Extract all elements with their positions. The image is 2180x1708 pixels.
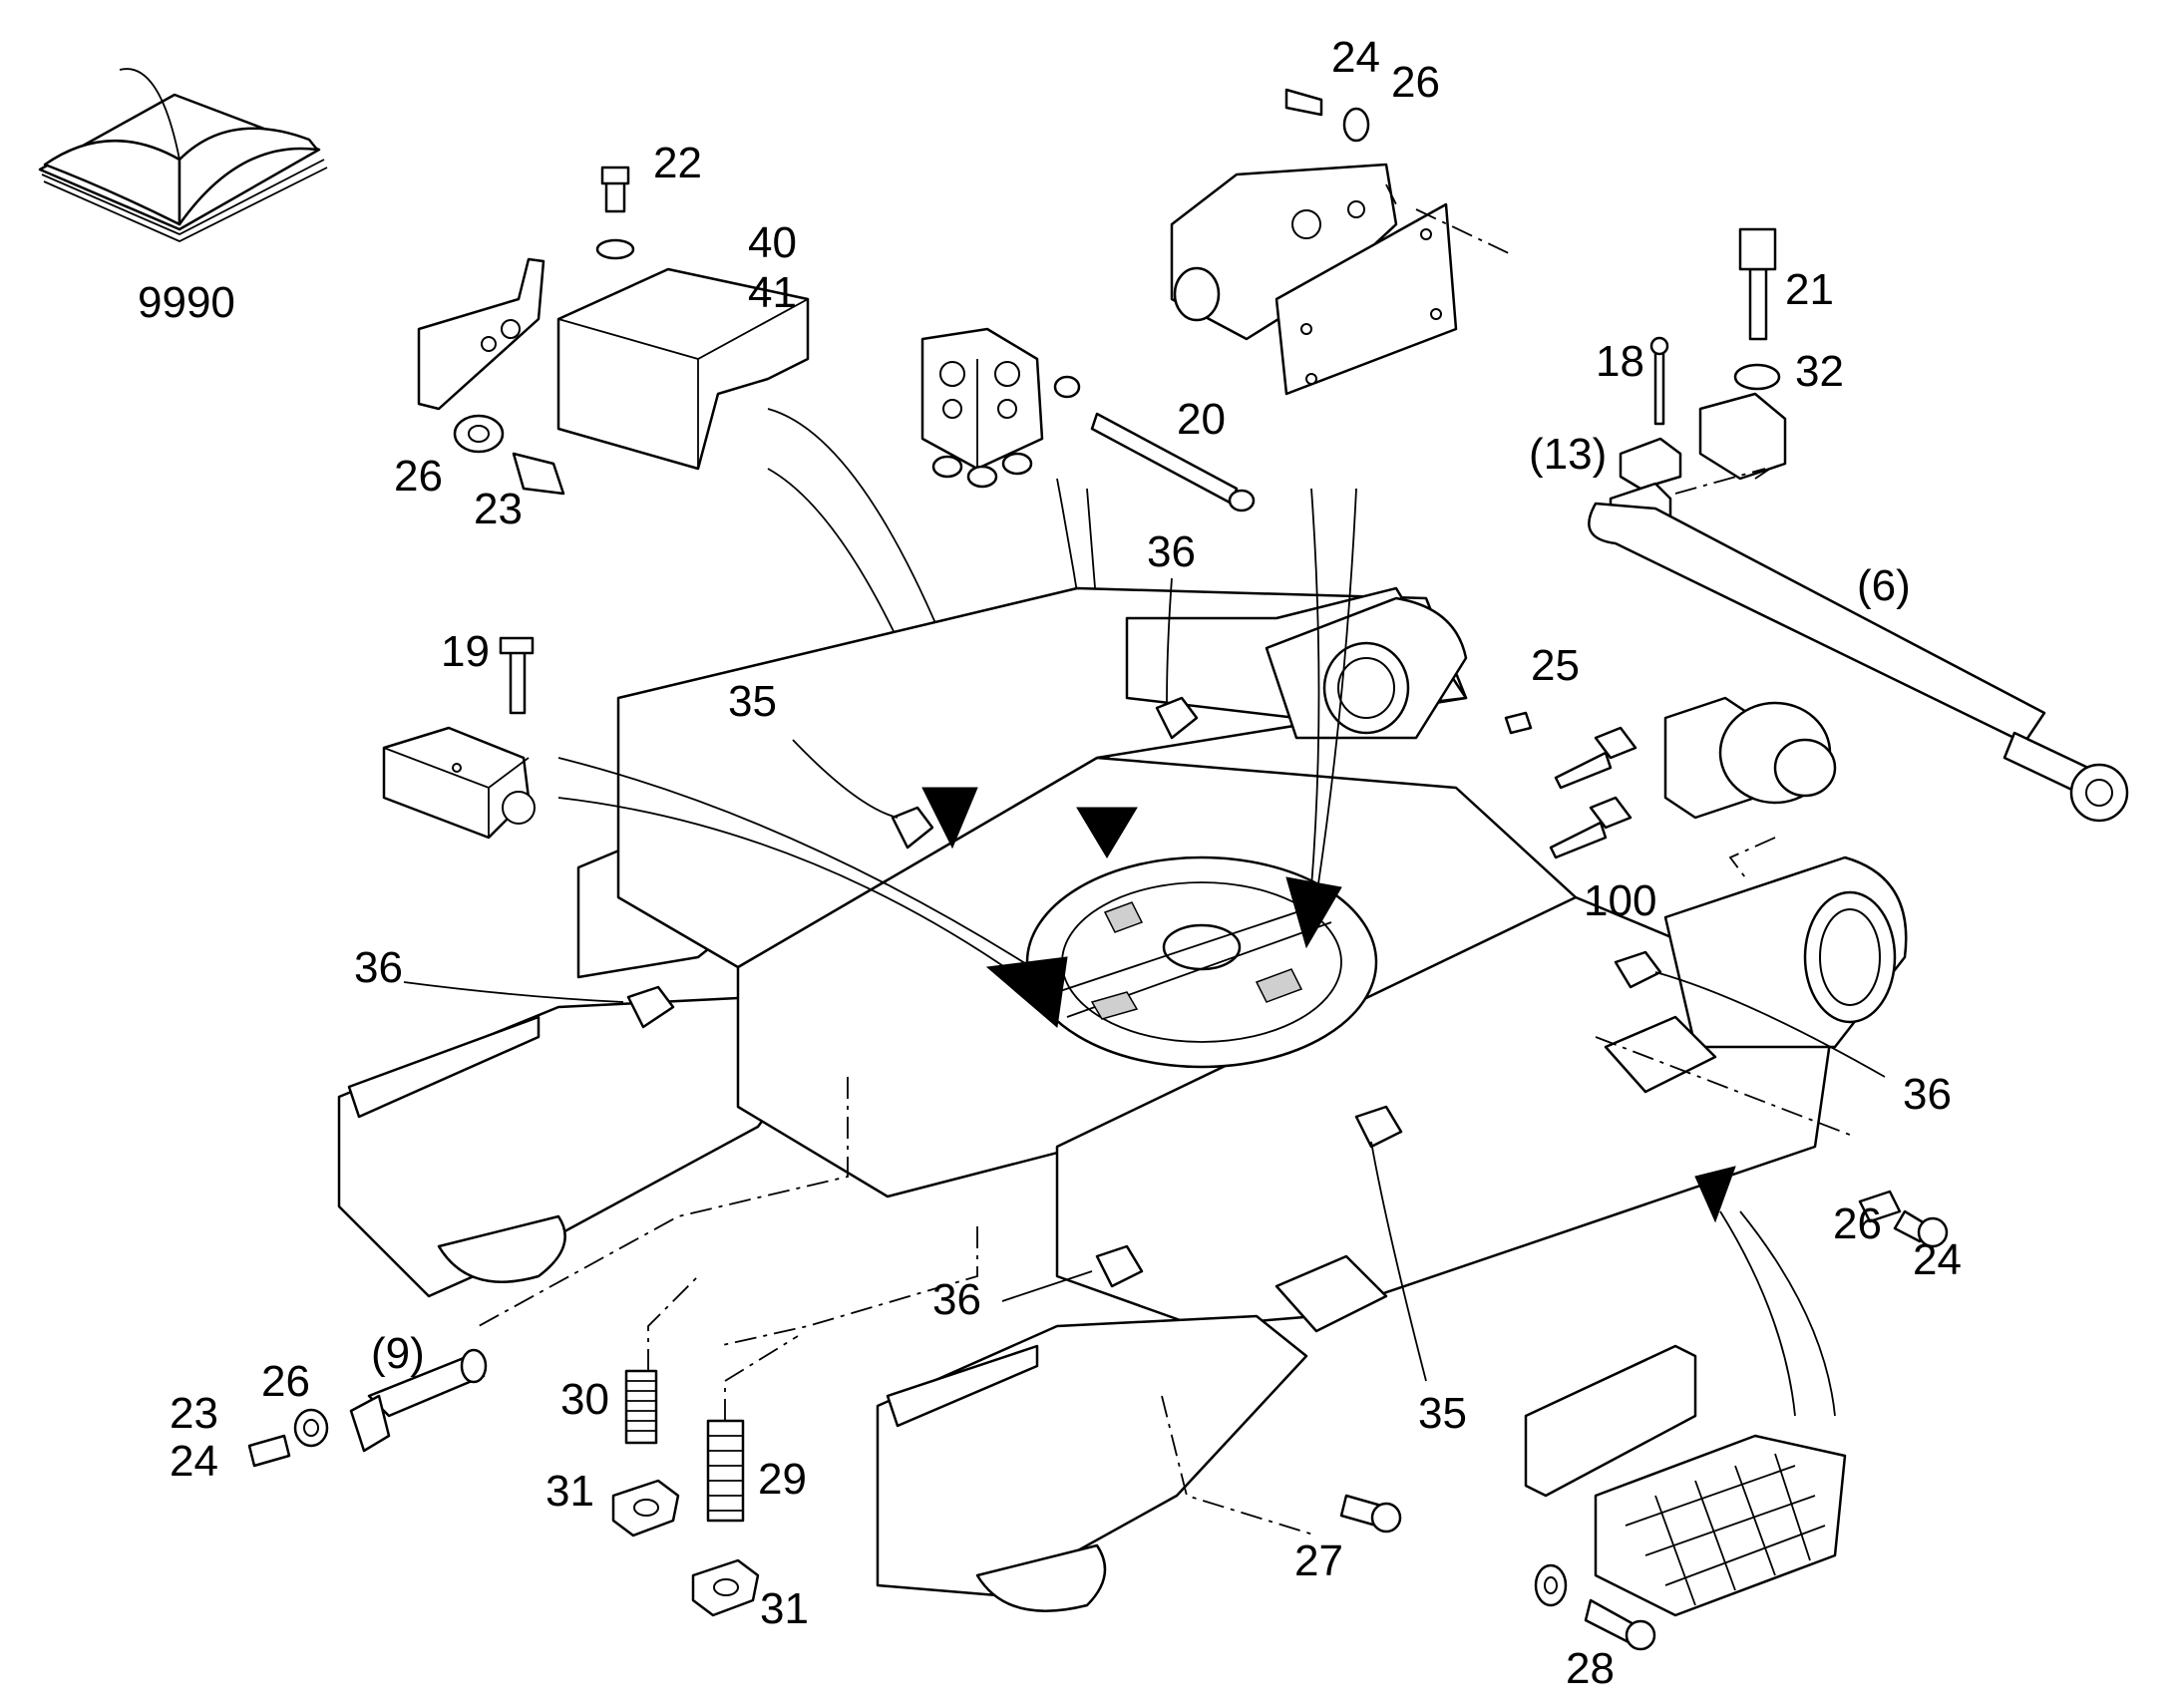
undercarriage-frame: [337, 488, 1908, 1612]
label-40: 40: [748, 218, 797, 267]
lug-36-bottom: [1095, 1244, 1144, 1288]
label-21: 21: [1785, 265, 1834, 314]
label-41: 41: [748, 268, 797, 317]
cylinder-barrel: [1588, 502, 2046, 745]
bolt-23-24-pin: [247, 1434, 291, 1468]
bolt-21: [1748, 267, 1768, 341]
lug-36-top: [1155, 696, 1199, 740]
label-31: 31: [545, 1467, 594, 1516]
label-32: 32: [1795, 347, 1844, 396]
step-grating: [1594, 1434, 1847, 1617]
bolt-24-top: [1284, 88, 1323, 117]
label-27: 27: [1294, 1537, 1343, 1585]
label-30: 30: [560, 1375, 609, 1424]
label-22: 22: [653, 139, 702, 187]
label-28: 28: [1566, 1644, 1615, 1693]
label-31: 31: [760, 1584, 809, 1633]
cover-box-40-41: [556, 267, 810, 471]
label-24: 24: [1331, 33, 1380, 82]
lug-35-bottom: [1354, 1105, 1403, 1149]
lug-36-right: [1614, 950, 1662, 989]
bolt-19: [509, 646, 527, 715]
bolt-18: [1653, 347, 1665, 426]
mounting-plate: [417, 257, 545, 411]
label-23: 23: [474, 485, 523, 533]
label-100: 100: [1584, 876, 1656, 925]
washer-32: [1733, 363, 1781, 391]
label-35: 35: [728, 677, 777, 726]
bolt-23: [512, 452, 565, 496]
rod-29: [706, 1419, 745, 1523]
label-26: 26: [261, 1357, 310, 1406]
bracket-13: [1619, 437, 1682, 491]
washer-22: [595, 238, 635, 260]
control-box-assembly: [417, 166, 988, 759]
label-23: 23: [170, 1389, 218, 1438]
pin-assembly-9: [247, 1348, 488, 1468]
label-leaders: [403, 577, 1886, 1382]
label-36: 36: [354, 943, 403, 992]
pivot-block-19: [382, 636, 536, 840]
valve-block-assembly: [1170, 88, 1512, 396]
clamp-block: [1698, 392, 1787, 481]
label-18: 18: [1596, 337, 1644, 386]
label-19: 19: [441, 627, 490, 676]
label-26: 26: [1391, 58, 1440, 107]
screw-25: [1504, 711, 1533, 735]
label-6: (6): [1857, 561, 1911, 610]
drive-motor-assembly: [1549, 696, 1837, 859]
washer-26-right: [1858, 1190, 1902, 1223]
lug-35-top: [891, 806, 934, 850]
label-29: 29: [758, 1455, 807, 1504]
label-manual-9990: 9990: [138, 278, 235, 327]
label-36: 36: [1147, 527, 1196, 576]
washer-26-top: [1342, 107, 1370, 143]
label-26: 26: [394, 452, 443, 501]
label-9: (9): [371, 1329, 425, 1378]
label-20: 20: [1177, 395, 1226, 444]
manual-book-icon: [38, 68, 328, 242]
label-24: 24: [1913, 1235, 1962, 1284]
label-24: 24: [170, 1437, 218, 1486]
label-36: 36: [932, 1275, 981, 1324]
label-26: 26: [1833, 1199, 1882, 1248]
threaded-rods: [611, 1275, 799, 1617]
valve-plate: [1274, 202, 1458, 396]
step-assembly: [1339, 711, 1949, 1651]
washer-20: [1053, 375, 1081, 399]
right-beam: [1055, 895, 1837, 1328]
hydraulic-cylinder-assembly: [1588, 227, 2129, 823]
label-13: (13): [1529, 430, 1607, 479]
label-36: 36: [1903, 1070, 1952, 1119]
label-35: 35: [1418, 1389, 1467, 1438]
lug-36-left: [626, 985, 675, 1029]
part-labels: 9990 22 40 41 26 23 24 26 21 18 32 (13) …: [138, 33, 1962, 1693]
label-25: 25: [1531, 641, 1580, 690]
step-bracket: [1524, 1344, 1697, 1498]
